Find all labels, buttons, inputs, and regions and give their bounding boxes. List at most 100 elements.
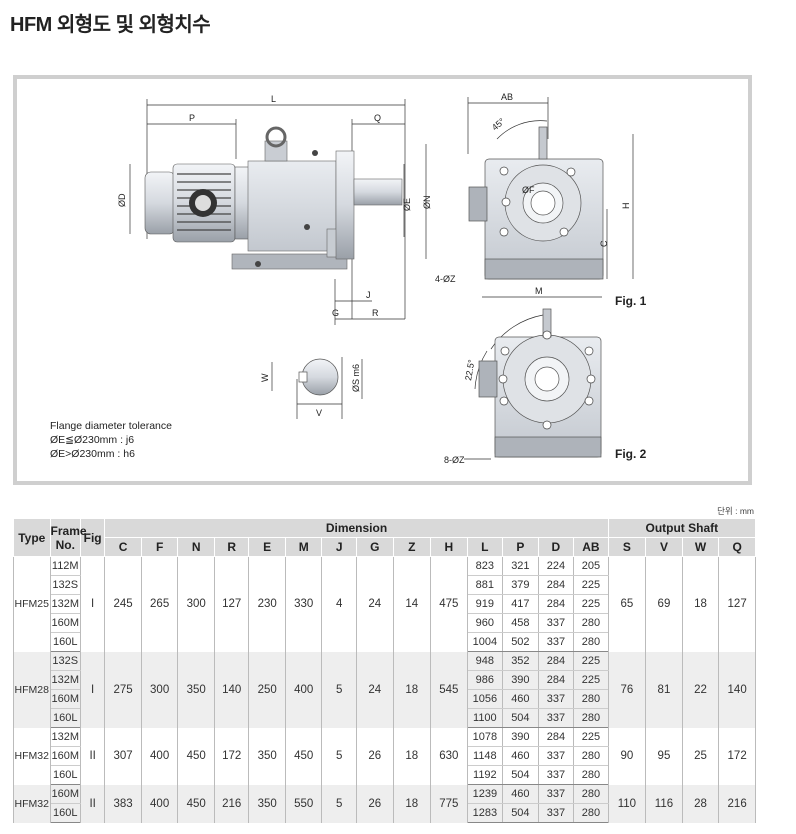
dim-label: R	[372, 308, 379, 318]
dim-cell: 280	[573, 708, 609, 728]
th-col-m: M	[284, 537, 323, 557]
dim-label: ØF	[522, 185, 535, 195]
dim-cell: 504	[502, 708, 539, 728]
dim-label: ØS m6	[351, 364, 361, 392]
dim-label: J	[366, 290, 371, 300]
tolerance-note-line: ØE≦Ø230mm : j6	[50, 434, 135, 446]
th-col-p: P	[502, 537, 539, 557]
dim-label: C	[599, 240, 609, 247]
dim-cell: 5	[321, 651, 357, 728]
th-col-f: F	[140, 537, 179, 557]
dim-cell: 280	[573, 765, 609, 785]
dim-cell: 1192	[466, 765, 504, 785]
dim-cell: 5	[321, 784, 357, 823]
frame-cell: 132M	[49, 670, 81, 690]
dim-cell: 280	[573, 803, 609, 823]
dim-cell: 960	[466, 613, 504, 633]
dim-cell: 350	[248, 727, 286, 785]
dim-cell: 390	[502, 727, 539, 747]
frame-cell: 160M	[49, 689, 81, 709]
dim-cell: 1283	[466, 803, 504, 823]
output-cell: 127	[718, 556, 756, 652]
dim-cell: 4	[321, 556, 357, 652]
dim-label: 45°	[490, 116, 507, 133]
dim-cell: 5	[321, 727, 357, 785]
gearbox-fig2-view	[464, 308, 602, 460]
dim-cell: 948	[466, 651, 504, 671]
dim-cell: 205	[573, 556, 609, 576]
type-cell: HFM32	[13, 727, 51, 785]
dim-label: 8-ØZ	[444, 455, 465, 465]
dim-cell: 24	[355, 651, 394, 728]
dim-cell: 250	[248, 651, 286, 728]
dim-label: 22.5°	[463, 358, 477, 381]
output-cell: 116	[645, 784, 683, 823]
dim-cell: 475	[430, 556, 468, 652]
dim-cell: 337	[537, 632, 575, 652]
dim-cell: 1004	[466, 632, 504, 652]
dim-cell: 1056	[466, 689, 504, 709]
dim-cell: 280	[573, 613, 609, 633]
dim-cell: 383	[104, 784, 142, 823]
output-cell: 140	[718, 651, 756, 728]
th-fig: Fig	[79, 518, 106, 557]
fig-cell: II	[79, 784, 106, 823]
dim-cell: 460	[502, 746, 539, 766]
output-cell: 90	[607, 727, 647, 785]
dim-cell: 450	[177, 727, 215, 785]
output-cell: 81	[645, 651, 683, 728]
dim-cell: 1239	[466, 784, 504, 804]
dimension-table: Type Frame No. Fig Dimension Output Shaf…	[13, 518, 757, 823]
fig2-label: Fig. 2	[615, 447, 647, 461]
frame-cell: 132M	[49, 594, 81, 614]
th-output: Output Shaft	[607, 518, 757, 538]
gearbox-front-view	[467, 97, 634, 298]
dim-cell: 26	[355, 727, 394, 785]
dim-cell: 352	[502, 651, 539, 671]
th-col-e: E	[248, 537, 286, 557]
dim-label: Q	[374, 113, 381, 123]
dim-cell: 337	[537, 765, 575, 785]
frame-cell: 160M	[49, 784, 81, 804]
output-cell: 216	[718, 784, 756, 823]
output-cell: 28	[681, 784, 720, 823]
th-type: Type	[13, 518, 51, 557]
dim-cell: 630	[430, 727, 468, 785]
th-col-l: L	[466, 537, 504, 557]
dim-cell: 284	[537, 670, 575, 690]
output-cell: 172	[718, 727, 756, 785]
dim-cell: 1078	[466, 727, 504, 747]
dim-label: AB	[501, 92, 513, 102]
th-col-j: J	[321, 537, 357, 557]
dim-cell: 350	[177, 651, 215, 728]
dim-label: ØN	[422, 196, 432, 210]
output-cell: 76	[607, 651, 647, 728]
type-cell: HFM25	[13, 556, 51, 652]
dim-cell: 225	[573, 670, 609, 690]
th-col-z: Z	[392, 537, 432, 557]
dim-cell: 400	[284, 651, 323, 728]
type-cell: HFM28	[13, 651, 51, 728]
dim-cell: 881	[466, 575, 504, 595]
frame-cell: 160M	[49, 746, 81, 766]
dim-cell: 986	[466, 670, 504, 690]
dim-cell: 230	[248, 556, 286, 652]
dim-cell: 823	[466, 556, 504, 576]
dim-label: ØD	[117, 193, 127, 207]
dim-cell: 379	[502, 575, 539, 595]
fig-cell: I	[79, 556, 106, 652]
dim-cell: 337	[537, 689, 575, 709]
dim-cell: 225	[573, 594, 609, 614]
dim-cell: 919	[466, 594, 504, 614]
dim-label: V	[316, 408, 322, 418]
frame-cell: 160L	[49, 765, 81, 785]
